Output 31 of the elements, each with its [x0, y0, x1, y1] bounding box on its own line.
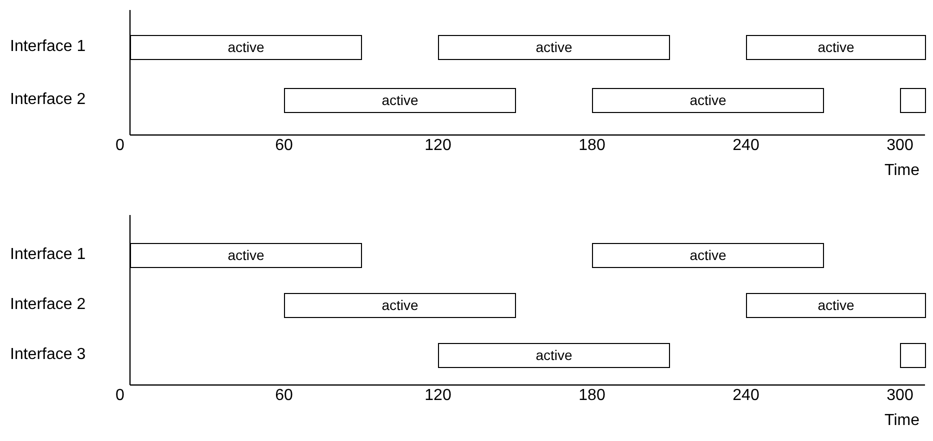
- empty-bar: [900, 88, 926, 112]
- row-label: Interface 3: [10, 347, 86, 363]
- tick-label: 0: [116, 388, 124, 404]
- tick-label: 120: [424, 138, 452, 154]
- activity-bar: active: [592, 88, 824, 112]
- axis-title: Time: [884, 163, 920, 179]
- tick-label: 240: [732, 138, 760, 154]
- tick-label: 300: [886, 138, 914, 154]
- tick-label: 180: [578, 388, 606, 404]
- activity-bar: active: [284, 88, 516, 112]
- activity-bar: active: [746, 34, 926, 60]
- tick-label: 0: [116, 138, 124, 154]
- axis-title: Time: [884, 413, 920, 429]
- tick-label: 180: [578, 138, 606, 154]
- tick-label: 240: [732, 388, 760, 404]
- tick-label: 60: [275, 138, 293, 154]
- activity-bar: active: [746, 292, 926, 318]
- activity-bar: active: [284, 292, 516, 318]
- activity-bar: active: [130, 242, 362, 268]
- activity-bar: active: [592, 242, 824, 268]
- row-label: Interface 1: [10, 39, 86, 55]
- tick-label: 300: [886, 388, 914, 404]
- row-label: Interface 1: [10, 247, 86, 263]
- tick-label: 120: [424, 388, 452, 404]
- activity-bar: active: [438, 342, 670, 368]
- empty-bar: [900, 342, 926, 368]
- tick-label: 60: [275, 388, 293, 404]
- activity-bar: active: [130, 34, 362, 60]
- row-label: Interface 2: [10, 297, 86, 313]
- row-label: Interface 2: [10, 92, 86, 108]
- activity-bar: active: [438, 34, 670, 60]
